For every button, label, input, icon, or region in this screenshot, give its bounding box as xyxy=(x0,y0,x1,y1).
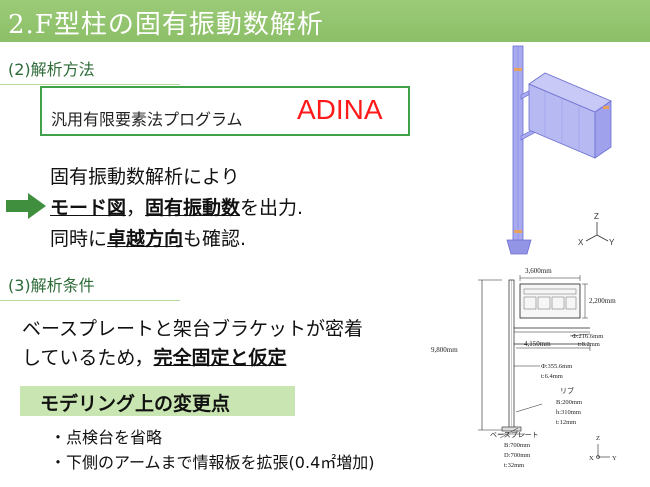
description-line-1: 固有振動数解析により xyxy=(50,166,240,188)
dominant-direction-term: 卓越方向 xyxy=(107,228,184,250)
page-title: 2.F型柱の固有振動数解析 xyxy=(8,10,324,40)
drawing-axis-y: Y xyxy=(612,455,617,462)
description-line-3: 同時に卓越方向も確認. xyxy=(50,224,246,251)
base-plate-thickness: t:32mm xyxy=(504,462,524,469)
base-plate-depth: D:700mm xyxy=(504,452,530,459)
axis-label-z: Z xyxy=(594,212,599,221)
structure-drawing: 3,600mm 2,200mm Φ:216.6mm t:8.2mm 4,150m… xyxy=(431,267,617,469)
dim-panel-height: 2,200mm xyxy=(589,297,616,305)
section-divider xyxy=(0,84,180,85)
fe-model-3d: Z X Y xyxy=(506,45,615,255)
simultaneous-text: 同時に xyxy=(50,228,108,250)
rib-height: h:310mm xyxy=(556,409,581,416)
natural-frequency-term: 固有振動数 xyxy=(145,197,241,219)
drawing-axis-z: Z xyxy=(596,435,600,442)
confirm-text: も確認. xyxy=(183,228,247,250)
drawing-axis-x: X xyxy=(589,455,594,462)
rib-title: リブ xyxy=(560,386,574,395)
pipe-lower-diameter: Φ:355.6mm xyxy=(541,363,572,370)
dim-total-height: 9,800mm xyxy=(431,346,458,354)
section-heading-conditions: (3)解析条件 xyxy=(8,276,95,295)
dim-width-top: 3,600mm xyxy=(525,267,552,275)
section-divider xyxy=(0,300,180,301)
pipe-upper-diameter: Φ:216.6mm xyxy=(572,333,603,340)
output-text: を出力. xyxy=(240,197,304,219)
pipe-upper-thickness: t:8.2mm xyxy=(578,341,600,348)
axis-label-x: X xyxy=(578,238,584,247)
modeling-bullet: ・下側のアームまで情報板を拡張(0.4㎡増加) xyxy=(50,453,375,472)
modeling-changes-heading: モデリング上の変更点 xyxy=(40,393,231,415)
description-line-2: モード図，固有振動数を出力. xyxy=(50,193,303,220)
program-description: 汎用有限要素法プログラム xyxy=(51,110,243,129)
because-text: しているため， xyxy=(22,347,154,369)
modeling-bullet: ・点検台を省略 xyxy=(50,428,163,447)
fixed-assumption-term: 完全固定と仮定 xyxy=(153,347,287,369)
right-arrow-icon xyxy=(6,193,46,219)
base-plate-title: ベースプレート xyxy=(490,431,539,439)
axis-label-y: Y xyxy=(609,238,615,247)
condition-line-2: しているため，完全固定と仮定 xyxy=(22,343,287,370)
title-bar: 2.F型柱の固有振動数解析 xyxy=(0,0,650,42)
rib-width: B:200mm xyxy=(556,399,582,406)
modeling-changes-box: モデリング上の変更点 xyxy=(20,386,295,416)
program-box: 汎用有限要素法プログラム ADINA xyxy=(40,86,410,136)
program-name: ADINA xyxy=(297,94,383,125)
comma: ， xyxy=(126,197,146,219)
base-plate-width: B:700mm xyxy=(504,442,530,449)
section-heading-method: (2)解析方法 xyxy=(8,60,95,79)
pipe-lower-thickness: t:6.4mm xyxy=(541,373,563,380)
mode-shape-term: モード図 xyxy=(50,197,127,219)
rib-thickness: t:12mm xyxy=(556,419,576,426)
condition-line-1: ベースプレートと架台ブラケットが密着 xyxy=(22,318,364,340)
dim-arm-length: 4,150mm xyxy=(524,340,551,348)
